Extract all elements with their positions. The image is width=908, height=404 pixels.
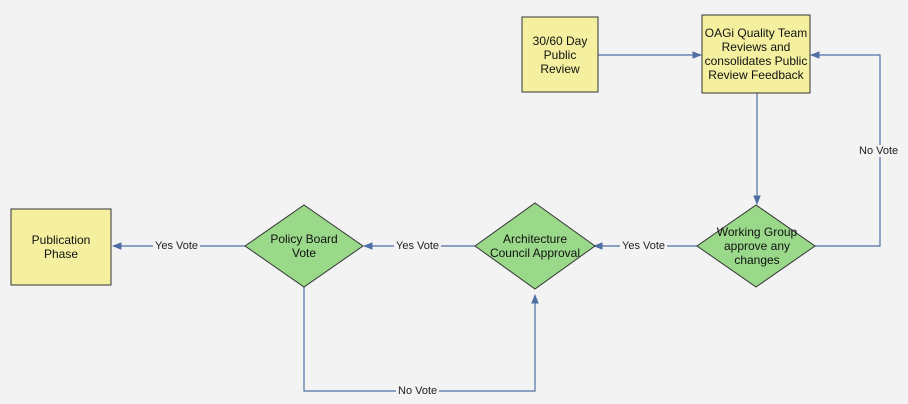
node-public-review-label: 30/60 Day Public Review (532, 33, 588, 76)
node-policy-board-label: Policy Board Vote (270, 232, 338, 260)
node-working-group-label: Working Group approve any changes (716, 225, 798, 267)
edge-label-wg-to-ac-yes-vote: Yes Vote (620, 240, 668, 252)
edge-label-pb-to-ac-no-vote: No Vote (396, 385, 440, 397)
node-architecture-council-label: Architecture Council Approval (489, 232, 581, 260)
node-working-group-diamond (696, 204, 816, 288)
node-oagi-quality-label: OAGi Quality Team Reviews and consolidat… (704, 26, 808, 82)
node-architecture-council-diamond (474, 202, 596, 290)
node-publication-box (10, 208, 112, 286)
edge-label-pb-to-pub-yes-vote: Yes Vote (153, 240, 201, 252)
edge-label-wg-to-oagi-no-vote: No Vote (857, 145, 901, 157)
node-oagi-quality-box (701, 14, 811, 94)
edge-label-ac-to-pb-yes-vote: Yes Vote (394, 240, 442, 252)
edge-policy-board-to-architecture-no-vote (303, 287, 539, 392)
node-publication-label: Publication Phase (31, 233, 91, 261)
node-policy-board-diamond (244, 204, 364, 288)
node-public-review-box (521, 16, 599, 93)
